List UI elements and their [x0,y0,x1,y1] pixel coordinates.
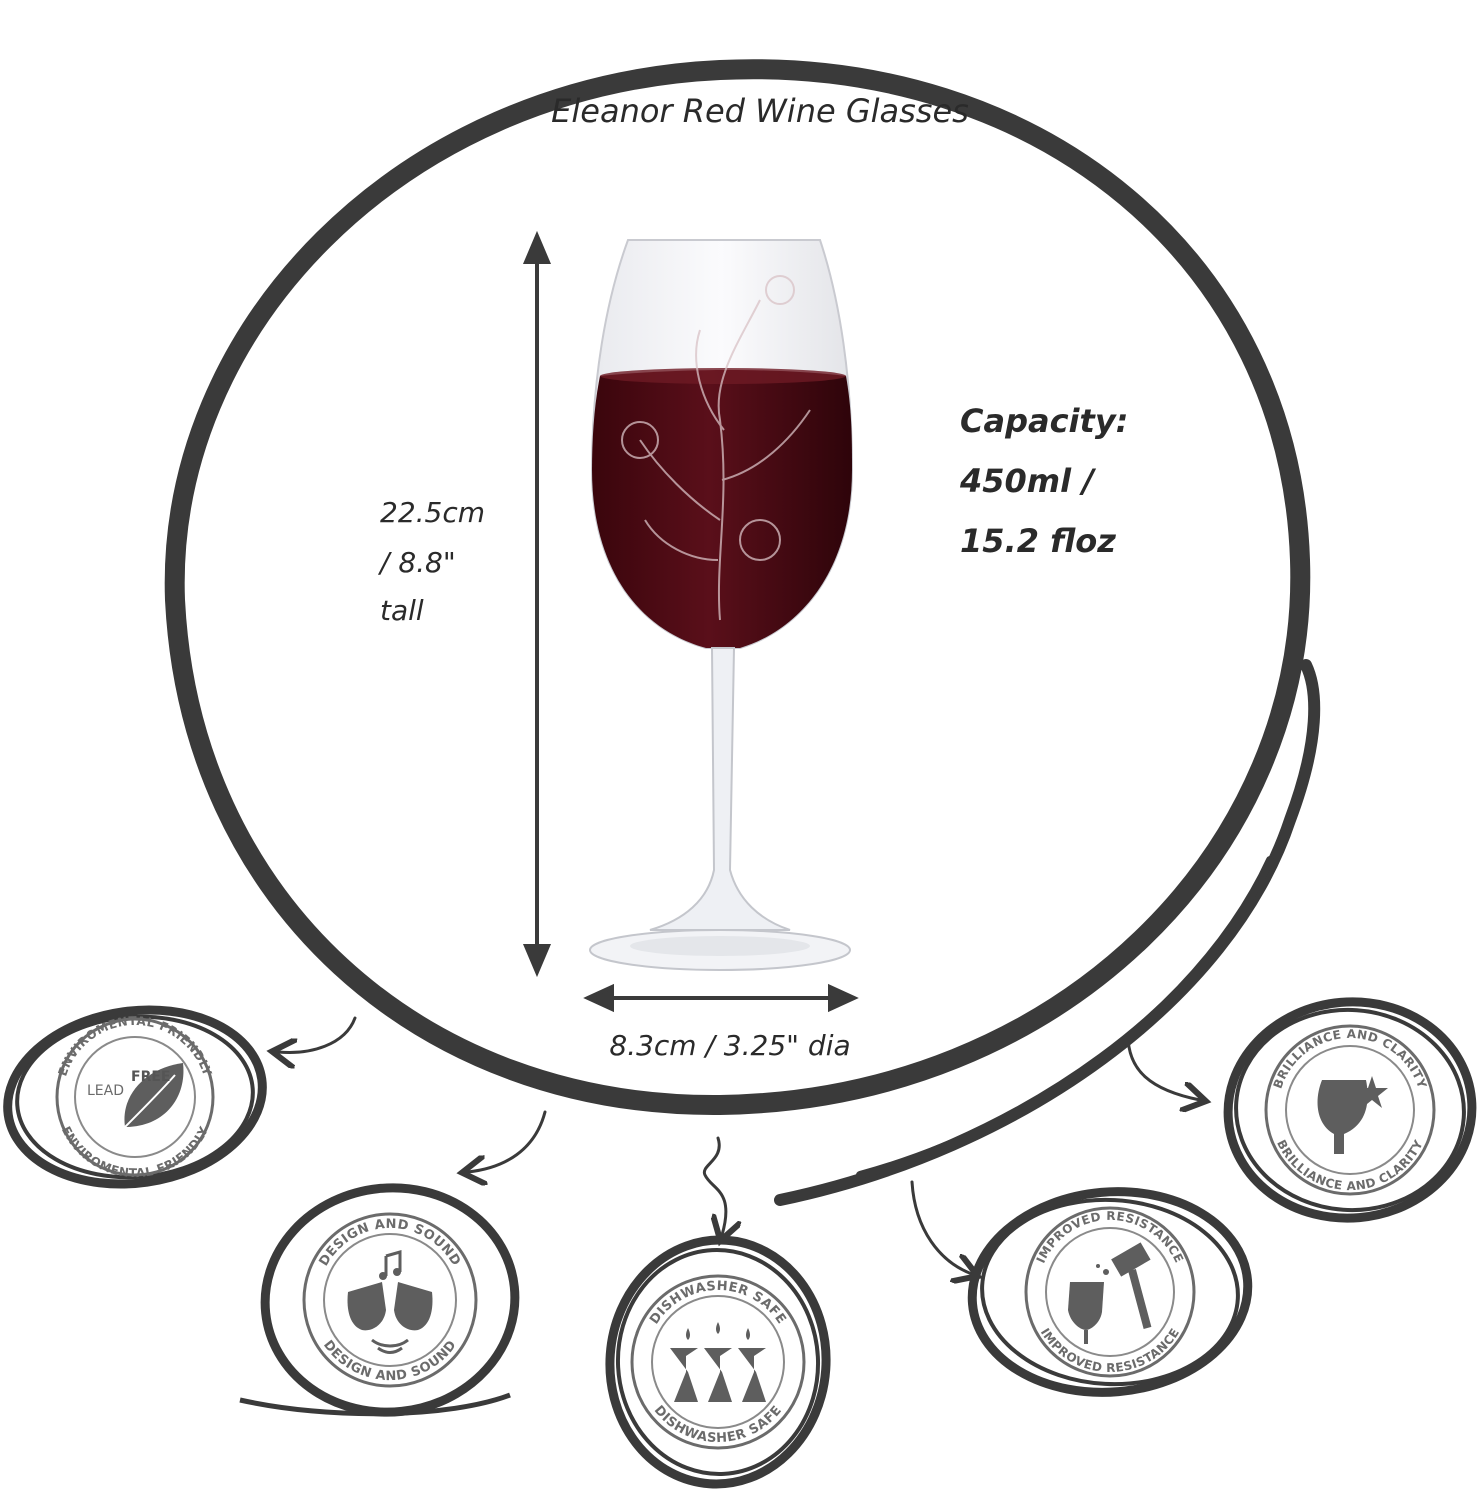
badge-lead-free: ENVIROMENTAL FRIENDLY ENVIROMENTAL FRIEN… [3,1005,267,1189]
capacity-label: Capacity: 450ml / 15.2 floz [959,402,1140,560]
wine-glass-illustration [589,239,854,971]
hammer-glass-icon [1068,1242,1152,1344]
badge-dishwasher: DISHWASHER SAFE DISHWASHER SAFE [605,1235,831,1489]
lead-text: LEAD [87,1083,124,1099]
badge-resistance: IMPROVED RESISTANCE IMPROVED RESISTANCE [967,1187,1253,1397]
leaf-icon [124,1063,184,1128]
badge-design-sound: DESIGN AND SOUND DESIGN AND SOUND [239,1183,520,1417]
toasting-glasses-icon [347,1250,433,1331]
diameter-label: 8.3cm / 3.25" dia [609,1029,850,1062]
connector-arrows [278,1016,1200,1274]
badge-brilliance: BRILLIANCE AND CLARITY BRILLIANCE AND CL… [1223,997,1477,1223]
page-title: Eleanor Red Wine Glasses [551,92,969,130]
dishwasher-glasses-icon [670,1322,766,1402]
height-arrow [522,230,552,978]
sparkle-glass-icon [1317,1076,1388,1154]
height-label: 22.5cm / 8.8" tall [377,496,494,627]
swirl-circle [164,59,1321,1206]
diameter-arrow [583,983,859,1013]
free-text: FREE [131,1069,170,1085]
